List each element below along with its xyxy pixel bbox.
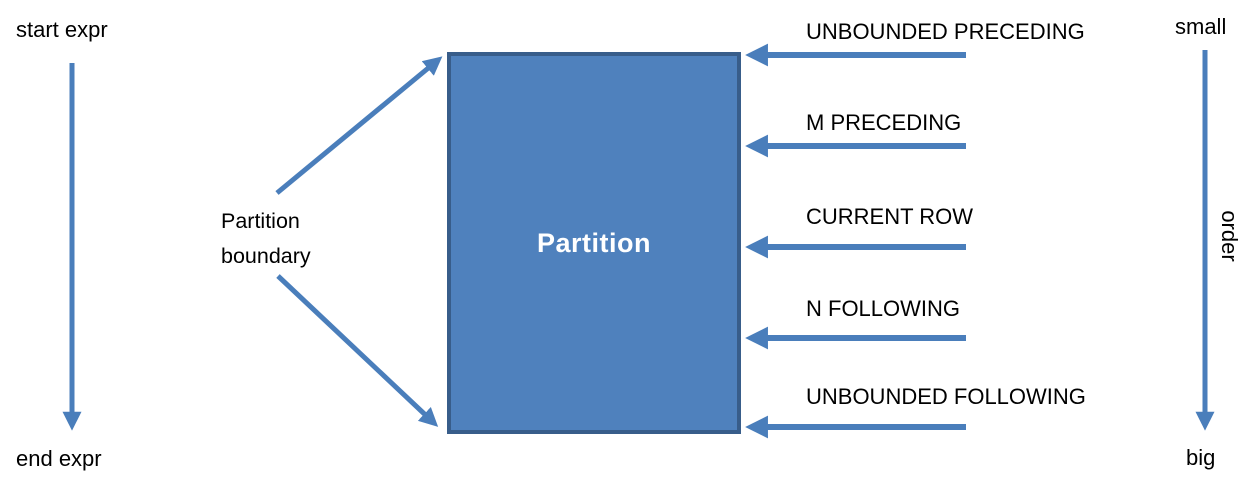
- frame-label-unbounded-following: UNBOUNDED FOLLOWING: [806, 384, 1086, 409]
- frame-label-n-following: N FOLLOWING: [806, 296, 961, 321]
- order-axis-label: order: [1217, 210, 1242, 262]
- frame-label-unbounded-preceding: UNBOUNDED PRECEDING: [806, 19, 1085, 44]
- frame-label-current-row: CURRENT ROW: [806, 204, 974, 229]
- end-expr-label: end expr: [16, 446, 102, 471]
- start-expr-label: start expr: [16, 17, 108, 42]
- order-small-label: small: [1175, 14, 1227, 39]
- partition-boundary-label: Partition boundary: [221, 209, 311, 268]
- order-big-label: big: [1186, 445, 1216, 470]
- frame-label-m-preceding: M PRECEDING: [806, 110, 962, 135]
- partition-box-label: Partition: [536, 227, 651, 258]
- boundary-arrow-bottom: [276, 274, 439, 427]
- partition-box: Partition: [447, 52, 741, 434]
- boundary-arrow-top: [275, 56, 443, 195]
